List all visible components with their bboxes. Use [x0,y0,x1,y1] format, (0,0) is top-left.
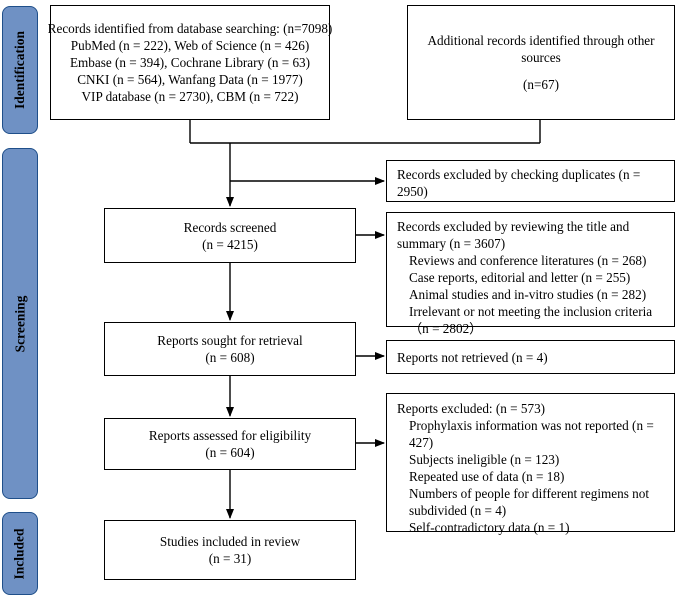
phase-included: Included [2,512,38,595]
reports-sought-box: Reports sought for retrieval (n = 608) [104,322,356,376]
duplicates-excluded-box: Records excluded by checking duplicates … [386,160,675,202]
records-screened-box: Records screened (n = 4215) [104,208,356,263]
title-excluded-line: Animal studies and in-vitro studies (n =… [409,287,647,302]
db-line: CNKI (n = 564), Wanfang Data (n = 1977) [77,72,303,87]
other-sources-line: sources [521,50,561,65]
phase-screening: Screening [2,148,38,499]
reports-excluded-line: Prophylaxis information was not reported… [409,418,654,433]
eligibility-box: Reports assessed for eligibility (n = 60… [104,418,356,470]
reports-excluded-line: subdivided (n = 4) [409,503,507,518]
db-line: PubMed (n = 222), Web of Science (n = 42… [70,38,310,53]
eligibility-line: Reports assessed for eligibility [148,428,312,443]
reports-excluded-line: Subjects ineligible (n = 123) [409,452,560,467]
title-excluded-line: Records excluded by reviewing the title … [397,219,630,234]
phase-identification: Identification [2,6,38,134]
reports-excluded-line: Reports excluded: (n = 573) [397,401,546,416]
reports-excluded-line: Repeated use of data (n = 18) [409,469,565,484]
title-summary-excluded-box: Records excluded by reviewing the title … [386,212,675,336]
reports-excluded-line: 427) [409,435,434,450]
other-sources-line: Additional records identified through ot… [427,33,655,48]
other-sources-box: Additional records identified through ot… [407,5,675,120]
db-line: Records identified from database searchi… [47,21,333,36]
not-retrieved-box: Reports not retrieved (n = 4) [386,340,675,374]
included-line: Studies included in review [159,534,301,549]
duplicates-line: 2950) [397,184,428,199]
reports-excluded-box: Reports excluded: (n = 573) Prophylaxis … [386,393,675,535]
not-retrieved-line: Reports not retrieved (n = 4) [397,349,548,365]
title-excluded-line: Case reports, editorial and letter (n = … [409,270,631,285]
screened-line: (n = 4215) [202,236,258,252]
retrieval-line: Reports sought for retrieval [157,333,303,348]
studies-included-box: Studies included in review (n = 31) [104,520,356,580]
db-line: VIP database (n = 2730), CBM (n = 722) [81,89,299,104]
db-line: Embase (n = 394), Cochrane Library (n = … [69,55,311,70]
retrieval-line: (n = 608) [205,350,255,365]
duplicates-line: Records excluded by checking duplicates … [397,167,641,182]
other-sources-line: (n=67) [522,77,559,92]
reports-excluded-line: Numbers of people for different regimens… [409,486,649,501]
eligibility-line: (n = 604) [205,445,255,460]
screened-line: Records screened [183,219,277,235]
database-search-box: Records identified from database searchi… [47,5,333,120]
title-excluded-line: summary (n = 3607) [397,236,506,251]
title-excluded-line: （n = 2802） [409,321,483,336]
included-line: (n = 31) [208,551,252,566]
title-excluded-line: Reviews and conference literatures (n = … [409,253,647,268]
reports-excluded-line: Self-contradictory data (n = 1) [409,520,570,535]
title-excluded-line: Irrelevant or not meeting the inclusion … [409,304,653,319]
